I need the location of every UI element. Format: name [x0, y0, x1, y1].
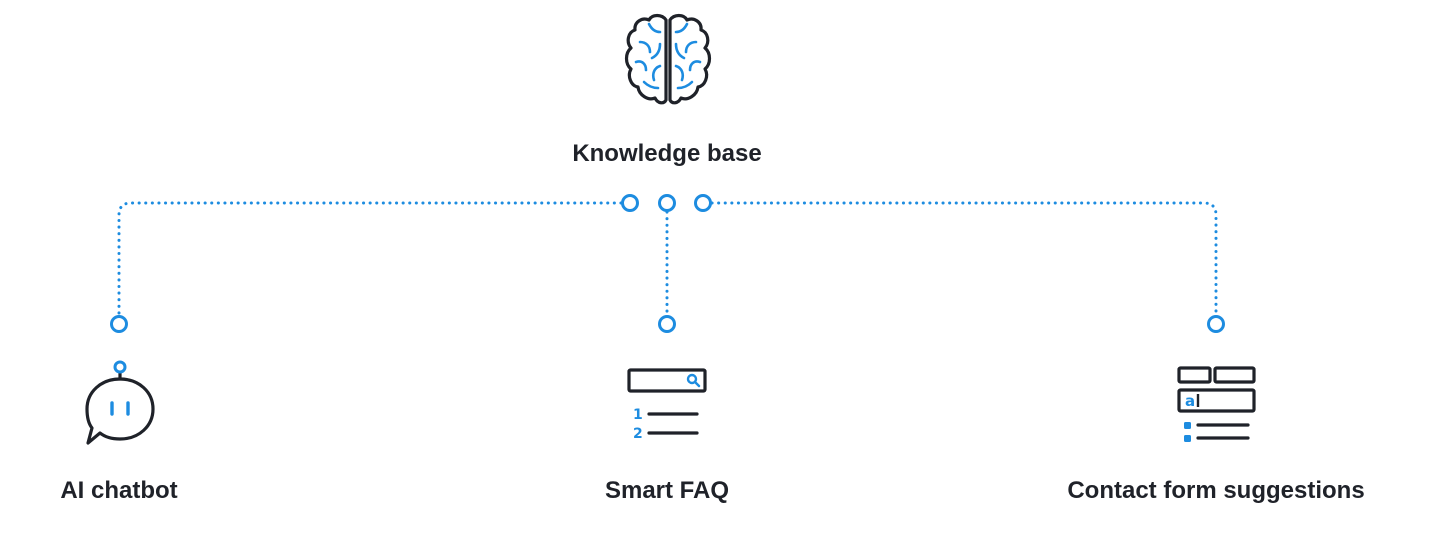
kb-port-right — [694, 194, 712, 212]
ai-chatbot-label: AI chatbot — [60, 477, 178, 504]
contact-form-icon: a — [1177, 366, 1256, 442]
contact-port — [1207, 315, 1225, 333]
connector-to-ai-chatbot — [117, 201, 623, 316]
faq-search-list-icon: 1 2 — [627, 368, 707, 442]
kb-port-left — [621, 194, 639, 212]
smart-faq-label: Smart FAQ — [604, 477, 730, 504]
knowledge-base-label: Knowledge base — [572, 140, 762, 167]
faq-search-box — [627, 368, 707, 393]
chatbot-port — [110, 315, 128, 333]
kb-port-center — [658, 194, 676, 212]
faq-list-number-2: 2 — [633, 426, 643, 442]
brain-icon — [624, 13, 712, 105]
magnifier-icon — [686, 373, 701, 388]
contact-field-text: a — [1185, 392, 1195, 410]
connector-to-contact-form — [710, 201, 1218, 316]
faq-port — [658, 315, 676, 333]
faq-list-number-1: 1 — [633, 407, 643, 423]
contact-form-suggestions-label: Contact form suggestions — [1067, 477, 1365, 504]
chatbot-icon — [85, 360, 155, 445]
